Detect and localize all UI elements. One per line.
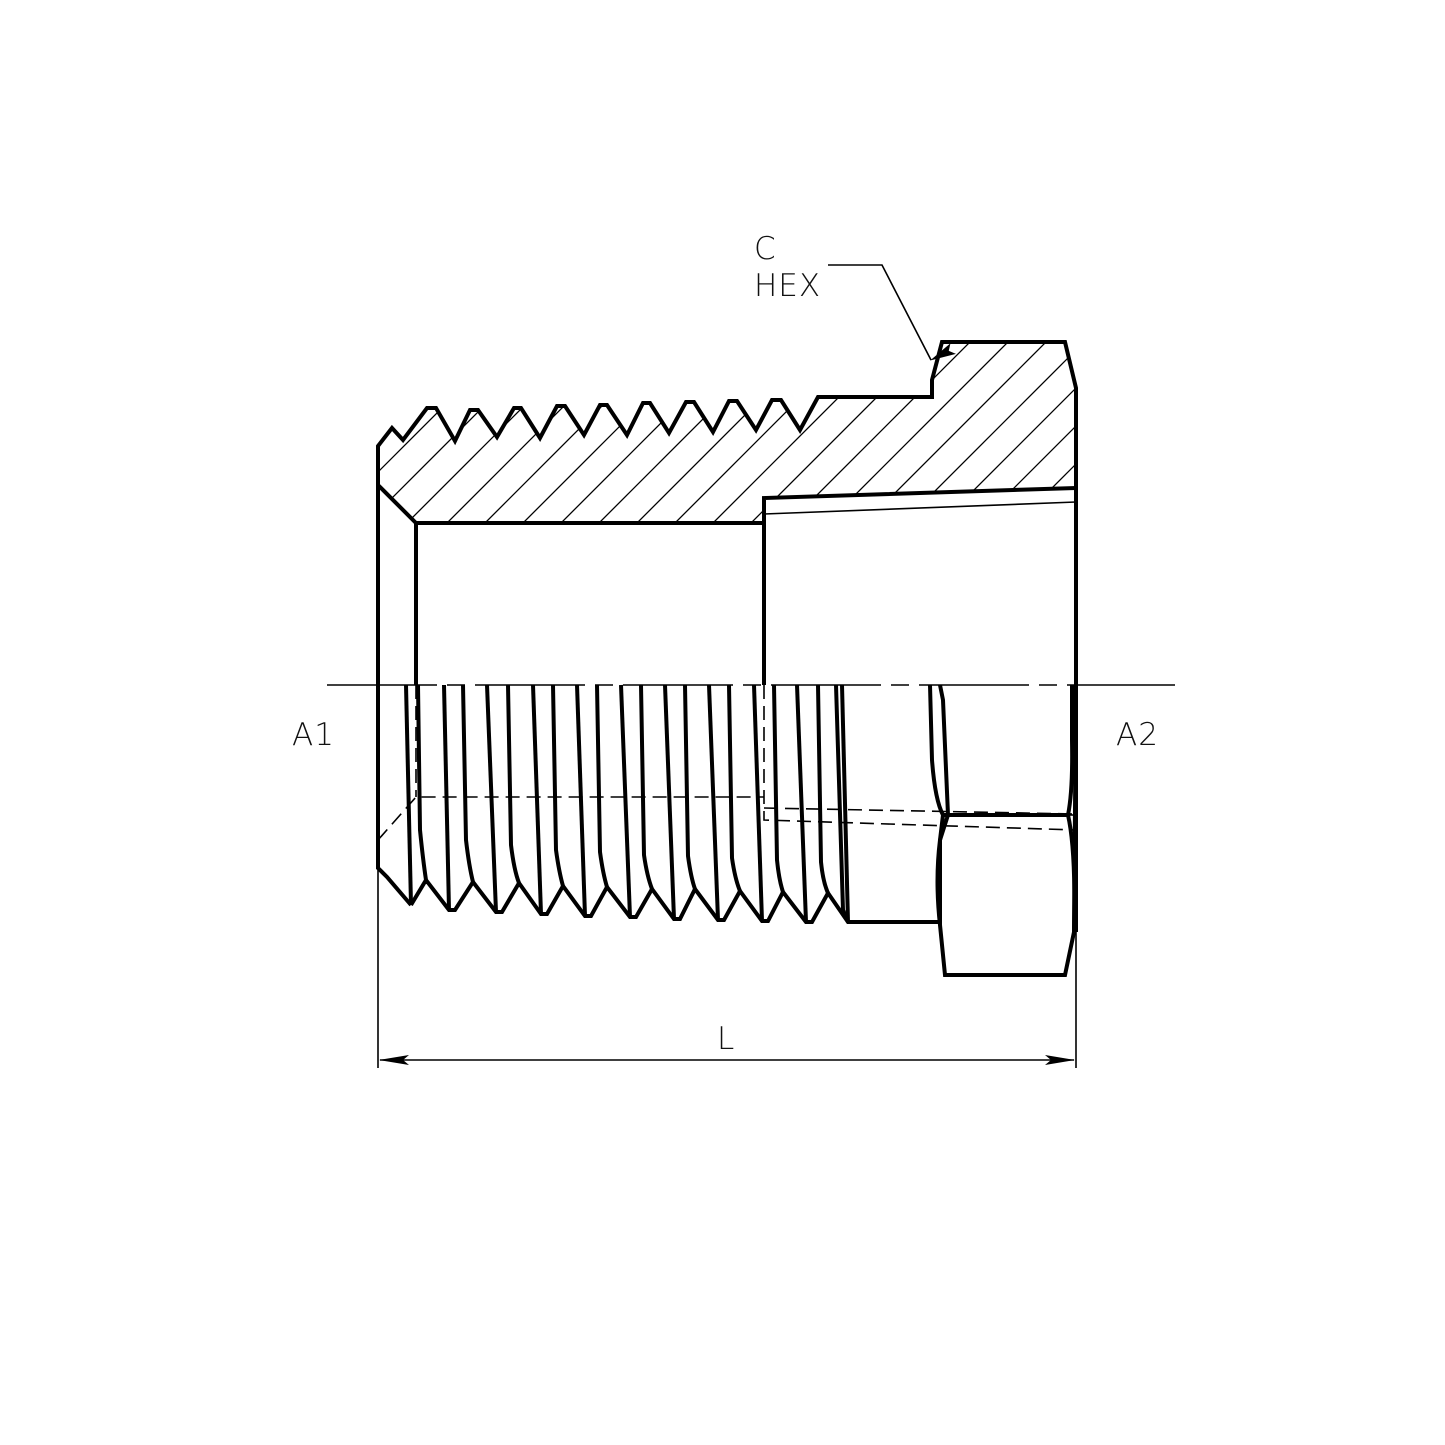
hex-callout-leader [828,264,956,361]
hex-callout-hex: HEX [754,268,822,304]
end-label-a2: A2 [1116,717,1159,753]
length-dimension [377,870,1077,1068]
hex-callout-c: C [754,231,777,267]
upper-section-outline [376,340,1078,685]
length-label: L [717,1021,736,1057]
end-label-a1: A1 [292,717,335,753]
lower-external-view [376,684,1078,977]
